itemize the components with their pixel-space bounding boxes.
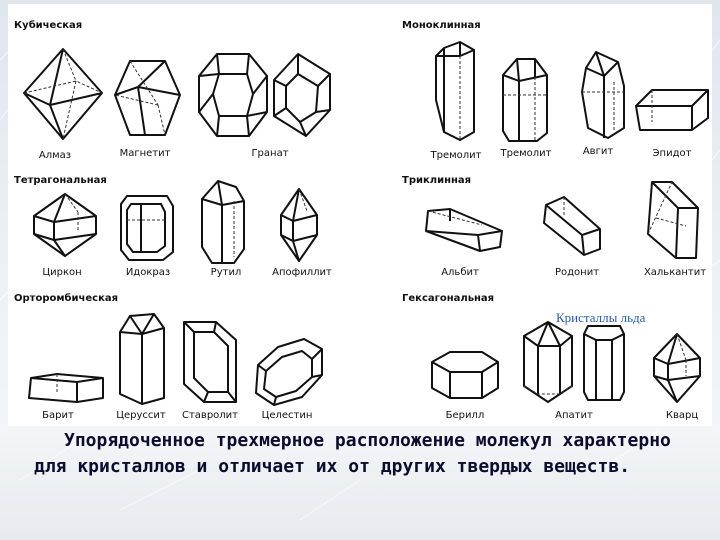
crystal-label-khalkantit: Халькантит bbox=[643, 267, 707, 278]
section-title-orthorhombic: Орторомбическая bbox=[14, 293, 119, 304]
crystal-label-almaz: Алмаз bbox=[38, 150, 72, 161]
crystal-label-epidot: Эпидот bbox=[652, 148, 692, 159]
slide-caption: Упорядоченное трехмерное расположение мо… bbox=[34, 430, 671, 477]
crystal-epidot-drawing bbox=[635, 89, 709, 131]
crystal-tsirkon-drawing bbox=[33, 193, 97, 257]
crystal-barit-drawing bbox=[28, 373, 104, 403]
crystal-berill-drawing bbox=[431, 351, 499, 399]
crystal-label-apatit: Апатит bbox=[555, 410, 593, 421]
crystal-stavrolit-drawing bbox=[183, 321, 237, 403]
crystal-magnetit-drawing bbox=[114, 60, 181, 136]
crystal-label-avgit: Авгит bbox=[582, 146, 614, 157]
crystal-almaz-drawing bbox=[23, 48, 103, 140]
crystal-label-rutil: Рутил bbox=[210, 267, 242, 278]
crystal-khalkantit-drawing bbox=[647, 181, 699, 259]
crystal-label-barit: Барит bbox=[42, 410, 74, 421]
crystal-label-tselestin: Целестин bbox=[261, 410, 313, 421]
crystal-label-albit: Альбит bbox=[441, 267, 479, 278]
crystal-label-berill: Берилл bbox=[445, 410, 485, 421]
crystal-apatit-drawing bbox=[523, 321, 573, 403]
crystal-idokraz-drawing bbox=[120, 195, 174, 261]
crystal-label-apofillit: Апофиллит bbox=[272, 267, 332, 278]
crystal-label-idokraz: Идокраз bbox=[125, 267, 171, 278]
ice-crystals-caption: Кристаллы льда bbox=[556, 310, 646, 325]
crystal-label-kvarts: Кварц bbox=[665, 410, 699, 421]
crystal-label-magnetit: Магнетит bbox=[119, 148, 171, 159]
crystal-tremolit2-drawing bbox=[502, 58, 548, 142]
crystal-label-tremolit2: Тремолит bbox=[500, 148, 552, 159]
crystal-label-tremolit1: Тремолит bbox=[430, 150, 482, 161]
crystal-label-tsirkon: Циркон bbox=[42, 267, 82, 278]
crystal-granat-drawing bbox=[198, 53, 268, 137]
section-title-cubic: Кубическая bbox=[14, 20, 83, 31]
section-title-tetragonal: Тетрагональная bbox=[14, 175, 107, 186]
crystal-label-rodonit: Родонит bbox=[554, 267, 600, 278]
crystal-apatit-second-drawing bbox=[583, 325, 625, 401]
section-title-hexagonal: Гексагональная bbox=[402, 293, 495, 304]
crystal-tremolit1-drawing bbox=[435, 41, 475, 141]
crystal-label-stavrolit: Ставролит bbox=[181, 410, 239, 421]
crystal-albit-drawing bbox=[425, 208, 503, 252]
crystal-rodonit-drawing bbox=[543, 196, 601, 256]
crystal-label-tserussit: Церуссит bbox=[116, 410, 166, 421]
section-title-monoclinic: Моноклинная bbox=[402, 20, 481, 31]
crystal-kvarts-drawing bbox=[653, 333, 701, 403]
crystal-tselestin-drawing bbox=[255, 338, 323, 406]
crystal-systems-chart bbox=[8, 4, 712, 426]
crystal-granat-second-drawing bbox=[273, 53, 331, 137]
crystal-avgit-drawing bbox=[581, 51, 625, 139]
crystal-label-granat: Гранат bbox=[251, 148, 289, 159]
crystal-rutil-drawing bbox=[201, 180, 245, 264]
crystal-apofillit-drawing bbox=[280, 188, 318, 262]
section-title-triclinic: Триклинная bbox=[402, 175, 472, 186]
crystal-tserussit-drawing bbox=[119, 313, 165, 405]
